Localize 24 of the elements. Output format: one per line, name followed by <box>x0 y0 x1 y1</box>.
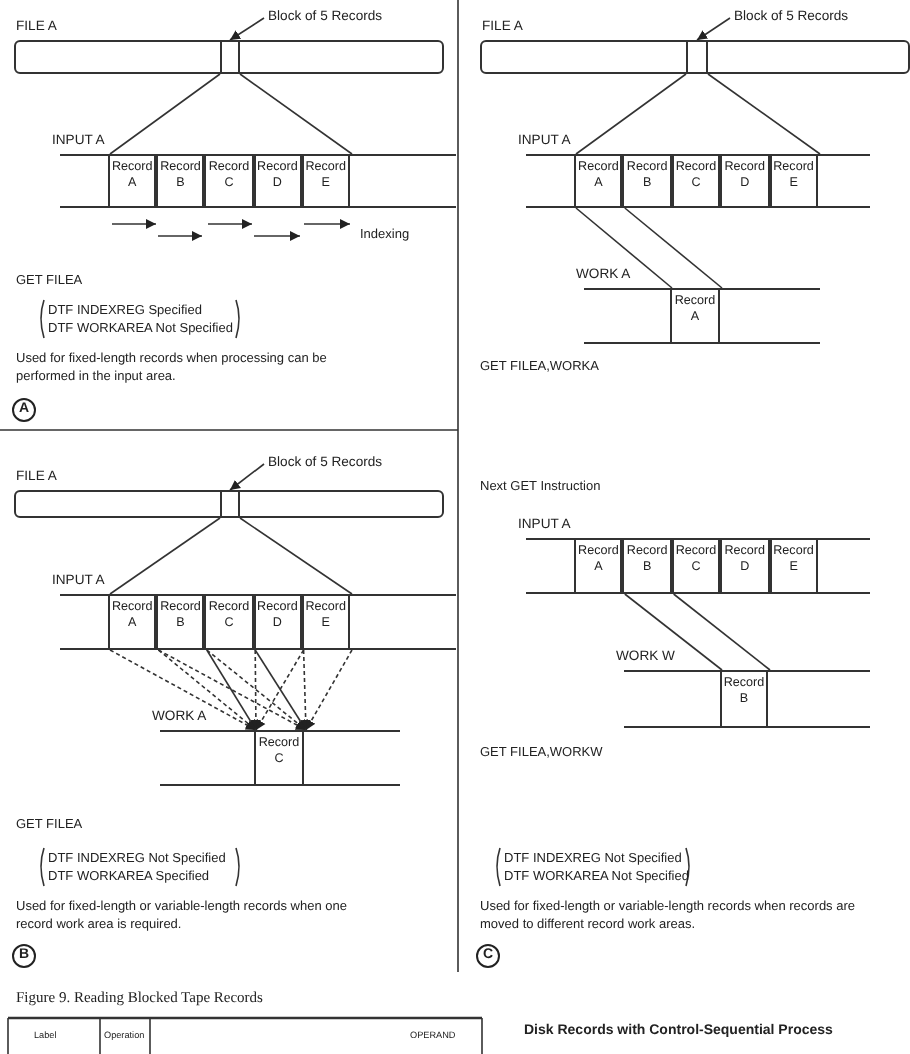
leader-line <box>229 17 265 41</box>
connector-line <box>624 593 723 671</box>
connector-line <box>707 73 821 155</box>
leader-line <box>229 463 265 491</box>
arrow <box>206 649 257 731</box>
arrow <box>157 649 307 731</box>
leader-line <box>109 517 221 595</box>
leader-line <box>696 17 731 41</box>
connector-line <box>624 207 723 289</box>
record-block <box>220 490 240 518</box>
record-block <box>220 40 240 74</box>
arrow <box>250 649 261 731</box>
arrow <box>305 649 353 731</box>
leader-line <box>575 73 687 155</box>
record-block <box>686 40 708 74</box>
arrow <box>300 649 311 731</box>
connector-line <box>575 207 673 289</box>
arrow <box>206 649 307 731</box>
connector-line <box>672 593 771 671</box>
connector-line <box>239 73 353 155</box>
connector-line <box>239 517 353 595</box>
arrow <box>109 649 257 731</box>
arrow <box>157 649 257 731</box>
leader-line <box>109 73 221 155</box>
